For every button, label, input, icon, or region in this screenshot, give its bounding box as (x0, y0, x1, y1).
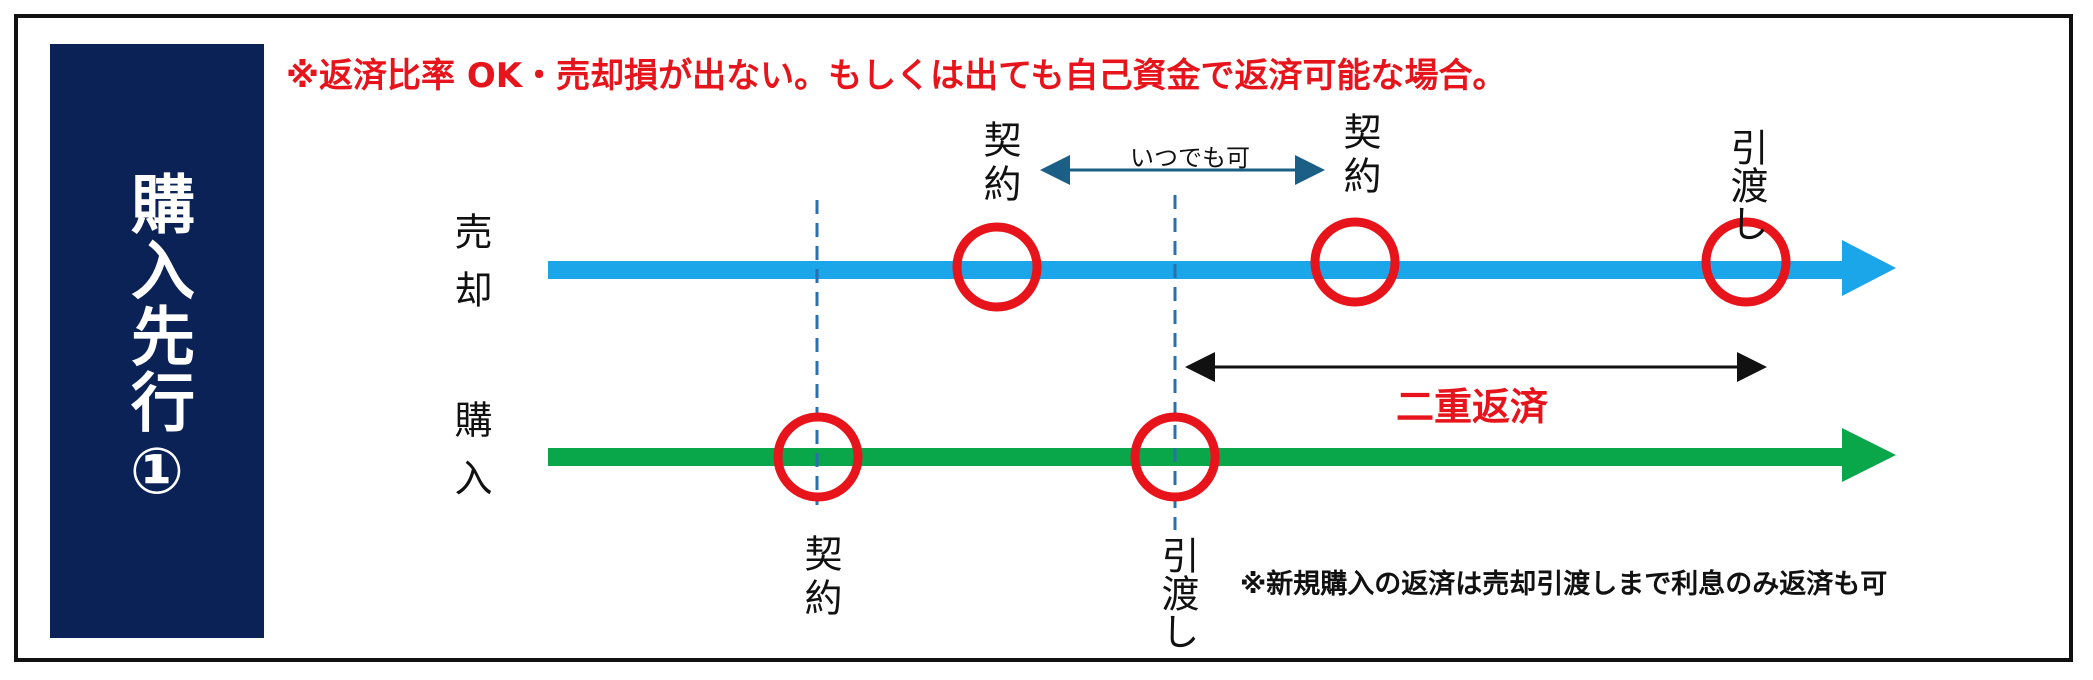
row-label-purchase: 購入 (448, 400, 492, 516)
purchase-handover-circle (1130, 412, 1220, 502)
condition-note: ※返済比率 OK・売却損が出ない。もしくは出ても自己資金で返済可能な場合。 (286, 56, 1507, 96)
purchase-handover-label: 引渡し (1155, 536, 1199, 650)
sale-handover-label: 引渡し (1724, 128, 1768, 242)
sale-contract-a-label: 契約 (977, 120, 1021, 208)
purchase-contract-label: 契約 (798, 534, 842, 622)
side-title: 購入先行① (120, 171, 194, 511)
diagram-frame (14, 14, 2073, 662)
interest-note: ※新規購入の返済は売却引渡しまで利息のみ返済も可 (1240, 569, 1888, 600)
sale-handover-circle (1701, 217, 1791, 307)
side-panel: 購入先行① (50, 44, 264, 638)
sale-timeline (548, 240, 1896, 296)
double-repayment-label: 二重返済 (1396, 385, 1549, 429)
anytime-label: いつでも可 (1130, 144, 1250, 172)
sale-contract-b-label: 契約 (1337, 112, 1381, 200)
purchase-timeline (548, 428, 1896, 482)
sale-contract-a-circle (952, 222, 1042, 312)
purchase-arrowhead (1842, 428, 1896, 482)
sale-arrowhead (1842, 240, 1896, 296)
sale-contract-b-circle (1310, 217, 1400, 307)
purchase-contract-circle (773, 412, 863, 502)
row-label-sale: 売却 (448, 212, 492, 328)
